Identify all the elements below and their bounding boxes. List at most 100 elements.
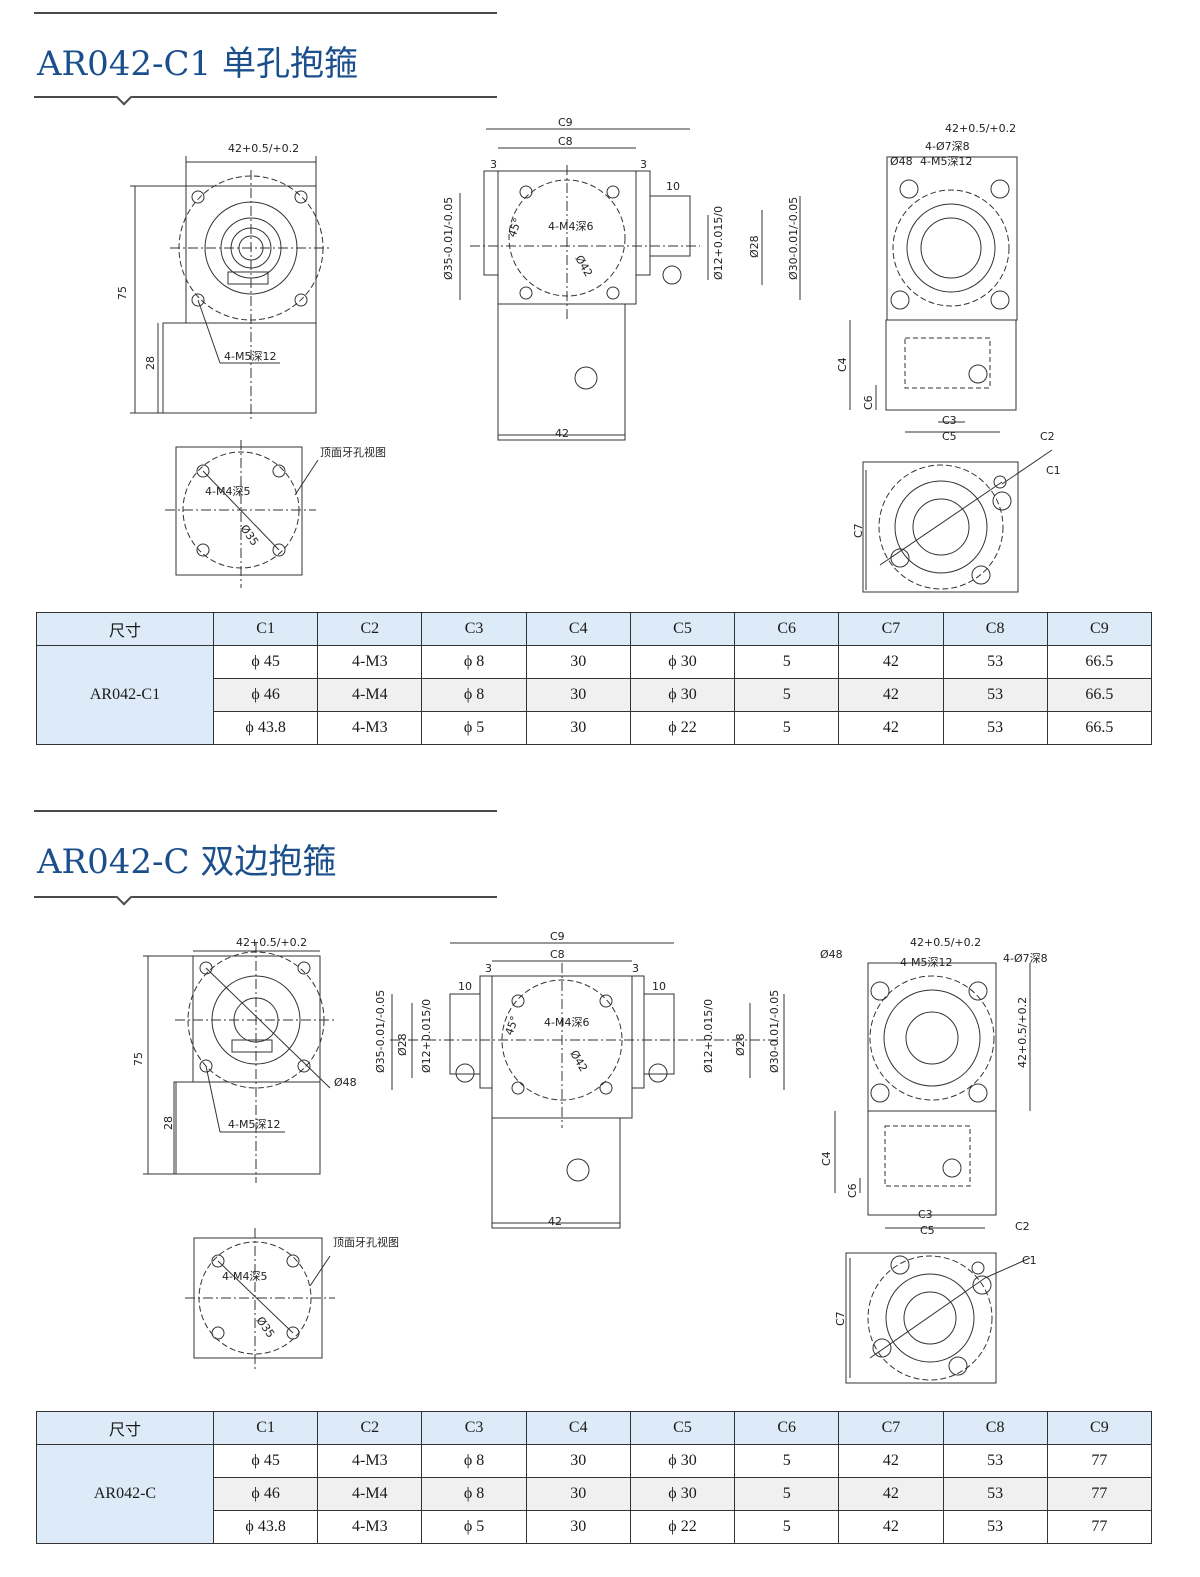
top-thread-view [165,440,319,588]
table-cell: 5 [734,645,840,679]
side-pcd: Ø42 [567,1048,590,1074]
side-base: 42 [548,1215,562,1228]
front-height-dim: 75 [132,1052,145,1066]
side-c9: C9 [550,930,565,943]
table-cell: 30 [525,711,631,745]
table-cell: ϕ 30 [629,1477,736,1511]
table-cell: 53 [942,1444,1048,1478]
table-cell: ϕ 8 [421,1477,527,1511]
right-c2: C2 [1015,1220,1030,1233]
side-d12: Ø12+0.015/0 [712,206,725,280]
table-cell: 4-M4 [317,678,423,712]
right-hole-a: 4-Ø7深8 [1003,952,1048,965]
table-header: C1 [212,612,319,646]
table-header: C2 [317,1411,423,1445]
table-header-row: 尺寸 C1 C2 C3 C4 C5 C6 C7 C8 C9 [36,612,1153,646]
right-width-dim: 42+0.5/+0.2 [945,122,1016,135]
title-bottom-rule [34,96,497,98]
spec-table: 尺寸 C1 C2 C3 C4 C5 C6 C7 C8 C9 AR042-C ϕ … [36,1411,1153,1544]
table-row: ϕ 46 4-M4 ϕ 8 30 ϕ 30 5 42 53 77 [37,1477,1153,1511]
side-d28: Ø28 [748,235,761,258]
table-cell: 77 [1046,1510,1153,1544]
right-c5: C5 [942,430,957,443]
table-cell: 30 [525,1510,631,1544]
table-header: C7 [838,612,944,646]
side-pcd: Ø42 [572,253,595,279]
table-cell: 66.5 [1046,645,1153,679]
front-sub-dim: 28 [162,1116,175,1130]
right-c7: C7 [834,1311,847,1326]
table-cell: 53 [942,711,1048,745]
right-hole-b: 4-M5深12 [920,155,972,168]
right-hole-b: 4-M5深12 [900,956,952,969]
table-header: C9 [1046,1411,1153,1445]
right-c4: C4 [820,1151,833,1166]
side-angle: 45° [506,216,525,239]
right-c1: C1 [1046,464,1061,477]
right-c7: C7 [852,523,865,538]
table-cell: ϕ 8 [421,1444,527,1478]
table-cell: ϕ 30 [629,678,736,712]
table-header: 尺寸 [36,1411,214,1445]
front-hole-note: 4-M5深12 [228,1118,280,1131]
table-cell: ϕ 43.8 [212,711,319,745]
table-cell: 5 [734,1444,840,1478]
side-ten: 10 [666,180,680,193]
side-three-right: 3 [640,158,647,171]
table-cell: ϕ 30 [629,1444,736,1478]
side-d30: Ø30-0.01/-0.05 [768,990,781,1073]
table-cell: 30 [525,1477,631,1511]
side-hole-note: 4-M4深6 [548,220,593,233]
right-c3: C3 [942,414,957,427]
front-hole-note: 4-M5深12 [224,350,276,363]
section-title: AR042-C 双边抱箍 [37,842,337,882]
table-cell: 30 [525,678,631,712]
side-three-left: 3 [485,962,492,975]
table-cell: 42 [838,1510,944,1544]
table-cell: 4-M3 [317,711,423,745]
right-hole-a: 4-Ø7深8 [925,140,970,153]
table-cell: 53 [942,1477,1048,1511]
side-c9: C9 [558,116,573,129]
table-cell: 4-M4 [317,1477,423,1511]
right-c6: C6 [862,395,875,410]
table-header: C8 [942,612,1048,646]
table-header-row: 尺寸 C1 C2 C3 C4 C5 C6 C7 C8 C9 [36,1411,1153,1445]
right-c6: C6 [846,1183,859,1198]
side-view [390,942,785,1229]
front-d48: Ø48 [334,1076,357,1089]
table-cell: 53 [942,645,1048,679]
table-header: C5 [629,612,736,646]
title-bottom-rule [34,896,497,898]
side-d35: Ø35-0.01/-0.05 [442,197,455,280]
table-cell: 5 [734,1510,840,1544]
side-d30: Ø30-0.01/-0.05 [787,197,800,280]
table-cell: 4-M3 [317,645,423,679]
table-cell: ϕ 8 [421,645,527,679]
top-view-caption: 顶面牙孔视图 [333,1235,399,1249]
front-width-dim: 42+0.5/+0.2 [236,936,307,949]
table-cell: 53 [942,678,1048,712]
table-cell: 5 [734,711,840,745]
table-cell: ϕ 8 [421,678,527,712]
technical-drawing: 42+0.5/+0.2 75 28 4-M5深12 顶面牙孔视图 4-M4深5 … [116,116,1061,593]
table-header: C6 [734,612,840,646]
side-angle: 45° [503,1014,522,1037]
top-view-hole-note: 4-M4深5 [205,485,250,498]
table-cell: ϕ 5 [421,1510,527,1544]
title-top-rule [34,810,497,812]
table-cell: ϕ 43.8 [212,1510,319,1544]
side-d35: Ø35-0.01/-0.05 [374,990,387,1073]
table-cell: 42 [838,1477,944,1511]
table-cell: ϕ 46 [212,1477,319,1511]
table-cell: 53 [942,1510,1048,1544]
side-c8: C8 [550,948,565,961]
top-thread-view [185,1228,335,1370]
side-c8: C8 [558,135,573,148]
side-three-right: 3 [632,962,639,975]
right-view [834,962,1031,1384]
table-cell: 4-M3 [317,1444,423,1478]
table-cell: 5 [734,678,840,712]
table-header: C7 [838,1411,944,1445]
table-cell: 42 [838,711,944,745]
